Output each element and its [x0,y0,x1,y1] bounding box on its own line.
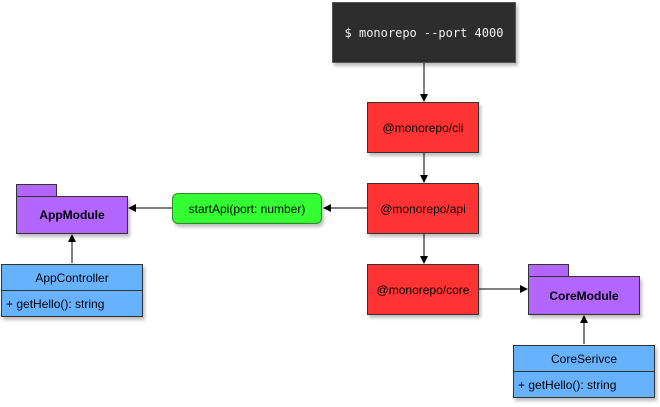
app-module-body: AppModule [16,196,128,234]
core-service-name: CoreSerivce [514,346,654,372]
app-controller-member: + getHello(): string [6,297,105,311]
core-service-class: CoreSerivce + getHello(): string [513,345,655,398]
package-cli-label: @monorepo/cli [382,120,464,135]
terminal-command-text: $ monorepo --port 4000 [344,25,504,40]
start-api-call: startApi(port: number) [172,193,322,224]
start-api-call-label: startApi(port: number) [188,201,306,216]
app-controller-class: AppController + getHello(): string [1,264,143,317]
package-api-label: @monorepo/api [380,201,466,216]
app-module: AppModule [16,184,128,234]
core-module-label: CoreModule [549,288,619,303]
core-module-body: CoreModule [528,276,640,315]
package-cli: @monorepo/cli [367,102,479,153]
terminal-command-box: $ monorepo --port 4000 [332,2,516,63]
package-core-label: @monorepo/core [376,282,470,297]
app-module-label: AppModule [39,208,105,222]
app-controller-name: AppController [2,265,142,291]
package-api: @monorepo/api [367,183,479,234]
core-module: CoreModule [528,264,640,315]
package-core: @monorepo/core [367,264,479,315]
core-service-member: + getHello(): string [518,378,617,392]
